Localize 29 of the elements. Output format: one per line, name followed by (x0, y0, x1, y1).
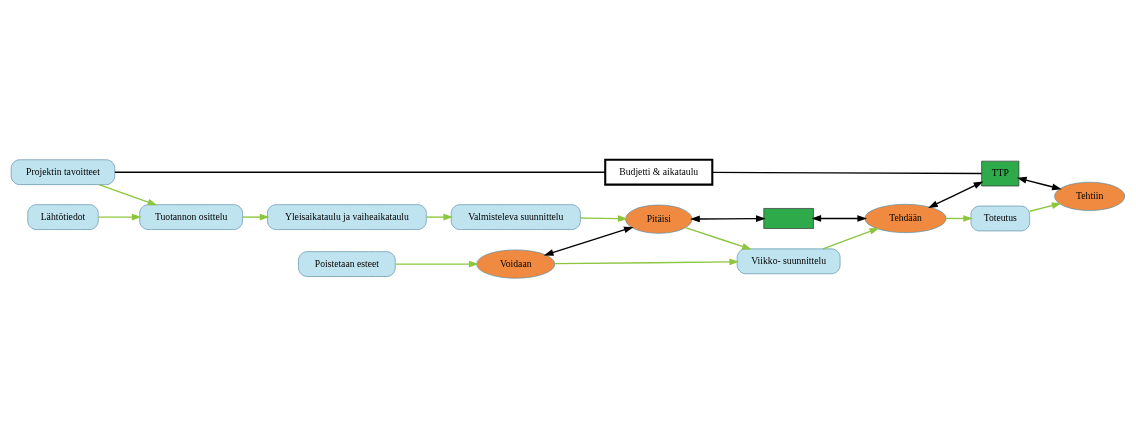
node-box: Tuotannon osittelu (139, 203, 243, 230)
node-box: TTP (981, 160, 1020, 186)
node-box: Budjetti & aikataulu (604, 158, 714, 186)
arrow (811, 214, 868, 222)
arrow (684, 226, 752, 250)
node-box: Toteutus (970, 205, 1030, 231)
connector (711, 171, 983, 174)
node-box: Viikko- suunnittelu (736, 248, 841, 274)
arrow (543, 226, 634, 256)
node-box: Lähtötiedot (27, 203, 99, 230)
arrow (690, 214, 766, 222)
arrow (98, 183, 158, 205)
arrow (822, 227, 880, 249)
arrow (554, 258, 740, 265)
arrow (97, 213, 142, 220)
arrow (1016, 176, 1062, 190)
arrow (425, 213, 454, 220)
arrow (394, 260, 479, 267)
connector (114, 171, 606, 173)
node-box: Valmisteleva suunnittelu (450, 203, 581, 230)
node-ellipse: Tehtiin (1054, 181, 1126, 211)
node-box (763, 207, 814, 229)
arrow (928, 180, 984, 208)
arrow (1029, 201, 1062, 212)
arrow (242, 213, 270, 220)
node-box: Projektin tavoitteet (10, 158, 116, 185)
node-box: Poistetaan esteet (298, 250, 396, 277)
node-box: Yleisaikataulu ja vaiheaikataulu (267, 203, 427, 230)
arrow (579, 214, 628, 222)
